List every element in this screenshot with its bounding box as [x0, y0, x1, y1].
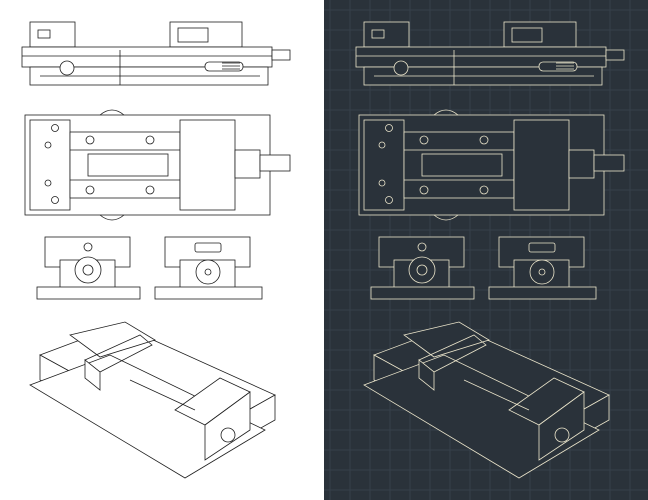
vise-blueprint-illustration [21, 0, 648, 500]
